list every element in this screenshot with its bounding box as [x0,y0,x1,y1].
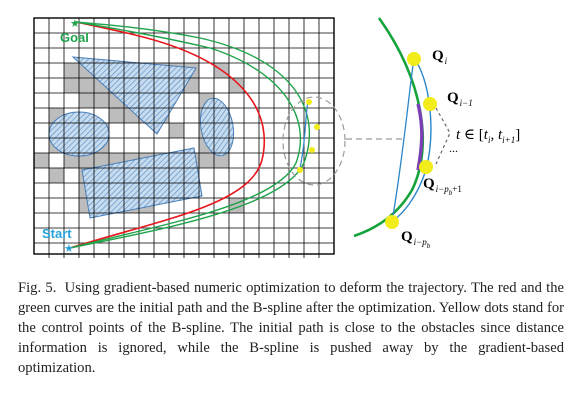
ellipsis: ... [449,141,458,155]
occupied-cell [169,123,184,138]
obstacle-triangle [71,56,197,135]
occupied-cell [199,153,214,168]
caption-label: Fig. 5. [18,280,57,296]
label-q-i: Qi [432,48,448,66]
obstacle-ellipse-right [199,97,235,157]
goal-star-icon: ★ [70,18,80,30]
occupied-cell [94,93,109,108]
start-label: Start [42,226,72,241]
zoom-control-point-q-ipb [385,215,399,229]
label-q-i-minus-pb: Qi−pb [401,229,431,250]
control-point [306,99,312,105]
occupied-cell [214,153,229,168]
figure-caption: Fig. 5. Using gradient-based numeric opt… [18,278,564,378]
zoom-green-curve [353,17,424,238]
occupied-cell [34,153,49,168]
figure-5: ★ ★ Goal Start Qi Qi−1 Qi−pb+1 Qi−pb ... [33,17,520,258]
occupied-cell [79,78,94,93]
occupied-cell [49,168,64,183]
interval-label: t ∈ [ti, ti+1] [456,127,520,145]
caption-text: Using gradient-based numeric optimizatio… [18,280,565,376]
control-point [309,147,315,153]
zoom-control-point-q-i [407,52,421,66]
occupied-cell [79,153,94,168]
zoom-purple-segment [416,103,424,171]
zoom-control-point-q-ipb1 [419,160,433,174]
occupied-cell [79,93,94,108]
occupied-cell [64,153,79,168]
bspline-green-outer [69,21,310,249]
interval-bracket [435,107,451,165]
occupied-cell [109,108,124,123]
zoom-blue-curve-inner [391,57,415,223]
goal-label: Goal [60,30,89,45]
occupied-cell [94,153,109,168]
occupied-cell [64,78,79,93]
start-star-icon: ★ [64,243,74,255]
bspline-green-inner [69,21,302,249]
bspline-blue-segment [299,100,309,169]
zoom-control-point-q-i-1 [423,97,437,111]
initial-path-red [69,21,266,249]
zoomed-bspline-view: Qi Qi−1 Qi−pb+1 Qi−pb ... t ∈ [ti, ti+1] [353,17,520,250]
occupancy-map: ★ ★ Goal Start [33,17,335,258]
occupied-cell [229,78,244,93]
zoom-ellipse [282,96,346,186]
grid-lines [34,18,334,258]
occupied-cell [64,63,79,78]
control-point [314,124,320,130]
label-q-i-minus-pb-plus-1: Qi−pb+1 [423,176,462,197]
label-q-i-minus-1: Qi−1 [447,90,473,108]
control-point [297,167,303,173]
